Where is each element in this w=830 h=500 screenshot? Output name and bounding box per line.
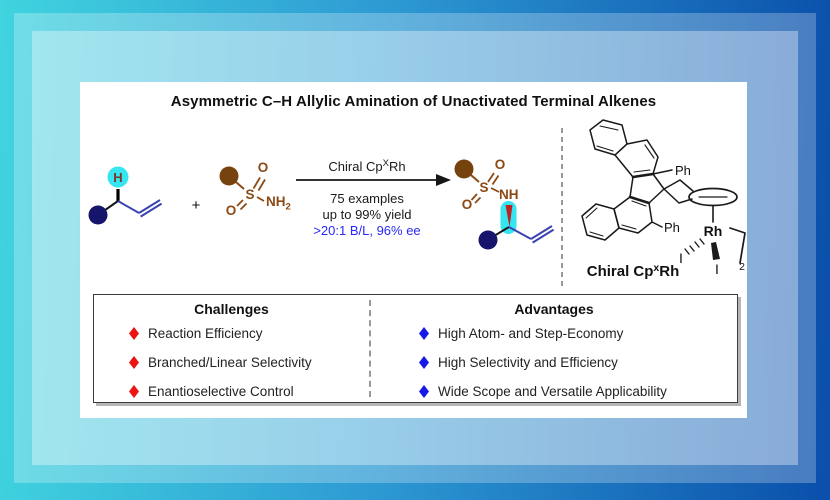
ph-label: Ph (664, 220, 680, 235)
s-atom-label: S (245, 187, 254, 202)
o-atom-label: O (226, 203, 237, 218)
page-title: Asymmetric C–H Allylic Amination of Unac… (170, 93, 657, 110)
blue-diamond-icon (419, 385, 429, 398)
reaction-arrow: Chiral CpXRh 75 examples up to 99% yield… (296, 158, 451, 238)
challenge-item: Branched/Linear Selectivity (94, 348, 369, 377)
c-h-highlight (107, 166, 129, 188)
ph-label: Ph (675, 163, 691, 178)
advantage-item: High Selectivity and Efficiency (371, 348, 737, 377)
iodine-label: I (715, 261, 719, 277)
catalyst-structure (581, 119, 746, 264)
bracket-subscript: 2 (739, 261, 745, 273)
nh-label: NH (499, 187, 519, 202)
blue-diamond-icon (419, 356, 429, 369)
red-diamond-icon (129, 356, 139, 369)
plus-sign: + (192, 197, 201, 214)
alkyl-ball (478, 230, 498, 250)
conditions-line-1: 75 examples (330, 191, 404, 206)
advantages-header: Advantages (514, 301, 594, 317)
graphical-abstract-panel: Asymmetric C–H Allylic Amination of Unac… (80, 82, 747, 418)
advantage-item: Wide Scope and Versatile Applicability (371, 377, 737, 406)
sulfonamide-reagent: S O O NH2 (219, 160, 291, 218)
allylic-amine-product: S O O NH (454, 157, 555, 250)
advantage-item: High Atom- and Step-Economy (371, 319, 737, 348)
o-atom-label: O (462, 197, 473, 212)
o-atom-label: O (495, 157, 506, 172)
terminal-alkene-substrate: H (88, 166, 163, 225)
catalyst-label: Chiral CpxRh (587, 262, 680, 280)
summary-box: Challenges Reaction Efficiency Branched/… (93, 294, 738, 403)
conditions-line-3: >20:1 B/L, 96% ee (313, 223, 420, 238)
challenge-item: Reaction Efficiency (94, 319, 369, 348)
sulfonyl-ball (219, 166, 239, 186)
alkyl-ball (88, 205, 108, 225)
iodine-label: I (679, 250, 683, 266)
red-diamond-icon (129, 327, 139, 340)
wedge-bond (711, 242, 720, 260)
s-atom-label: S (479, 180, 488, 195)
h-atom-label: H (113, 170, 122, 185)
red-diamond-icon (129, 385, 139, 398)
arrow-catalyst-label: Chiral CpXRh (328, 158, 405, 174)
blue-diamond-icon (419, 327, 429, 340)
advantages-column: Advantages High Atom- and Step-Economy H… (371, 295, 737, 402)
challenges-column: Challenges Reaction Efficiency Branched/… (94, 295, 369, 402)
o-atom-label: O (258, 160, 269, 175)
summary-box-divider (369, 300, 371, 397)
arrowhead (436, 174, 451, 186)
nh2-label: NH2 (266, 194, 291, 213)
conditions-line-2: up to 99% yield (323, 207, 412, 222)
challenges-header: Challenges (194, 301, 269, 317)
red-wedge-bond (505, 205, 513, 227)
challenge-item: Enantioselective Control (94, 377, 369, 406)
rh-label: Rh (704, 223, 723, 239)
reaction-scheme: H + S O O NH2 Chiral CpX (88, 119, 746, 287)
catalyst-atom-labels: Ph Ph Rh I I 2 Chiral CpxRh (587, 163, 745, 280)
sulfonyl-ball (454, 159, 474, 179)
